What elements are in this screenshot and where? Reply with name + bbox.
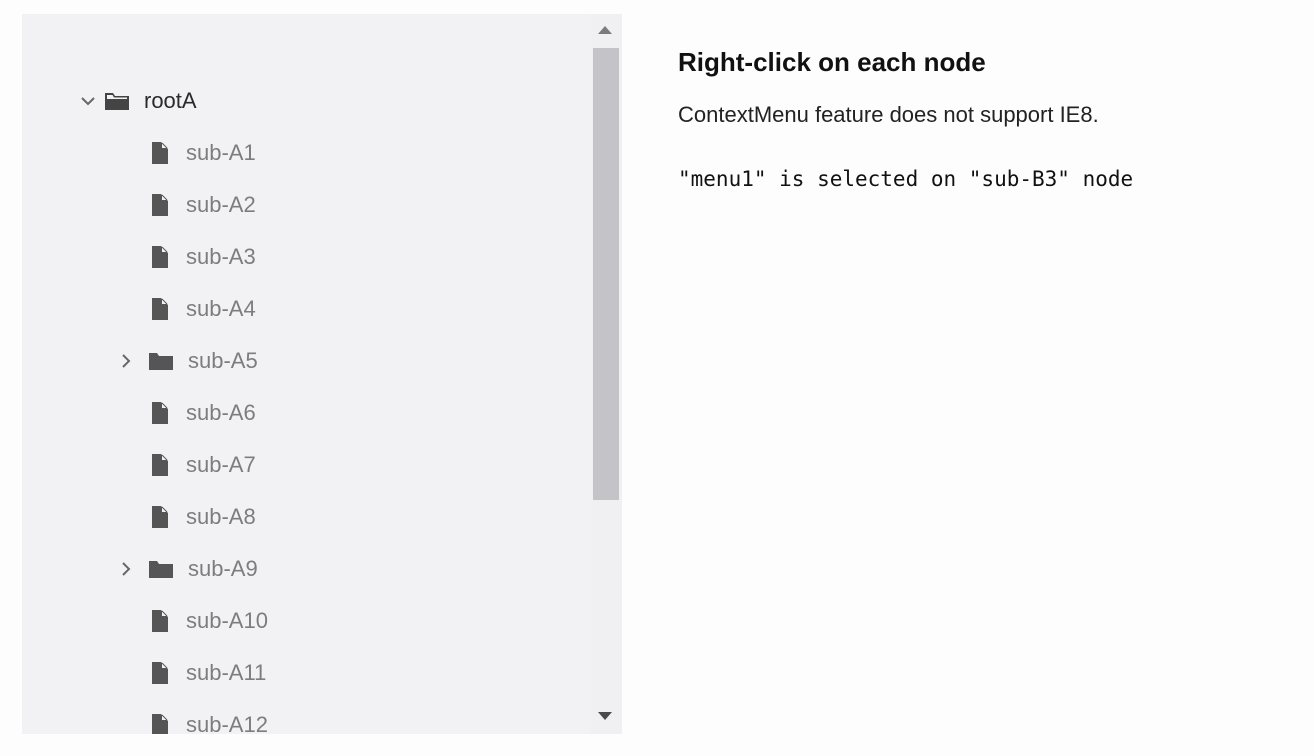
tree-list: rootA sub-A1 sub-A2 sub-A3 sub-A4 — [22, 14, 590, 734]
tree-node-sub-a6[interactable]: sub-A6 — [152, 393, 256, 433]
file-icon — [152, 194, 168, 216]
tree-node-label[interactable]: sub-A1 — [186, 140, 256, 165]
info-panel: Right-click on each node ContextMenu fea… — [678, 40, 1298, 194]
chevron-right-icon[interactable] — [118, 353, 134, 369]
file-icon — [152, 298, 168, 320]
info-title: Right-click on each node — [678, 47, 986, 77]
info-note: ContextMenu feature does not support IE8… — [678, 102, 1099, 127]
tree-node-label[interactable]: sub-A8 — [186, 504, 256, 529]
chevron-right-icon[interactable] — [118, 561, 134, 577]
tree-node-label[interactable]: sub-A2 — [186, 192, 256, 217]
scroll-up-arrow-icon[interactable] — [598, 26, 612, 34]
tree-node-root[interactable]: rootA — [80, 81, 197, 121]
file-icon — [152, 662, 168, 684]
tree-node-label[interactable]: rootA — [144, 88, 197, 113]
tree-node-label[interactable]: sub-A12 — [186, 712, 268, 734]
file-icon — [152, 610, 168, 632]
folder-icon — [148, 351, 174, 371]
tree-node-label[interactable]: sub-A4 — [186, 296, 256, 321]
vertical-scrollbar[interactable] — [591, 14, 622, 734]
folder-icon — [148, 559, 174, 579]
tree-node-sub-a9[interactable]: sub-A9 — [118, 549, 258, 589]
scrollbar-thumb[interactable] — [593, 48, 619, 500]
selection-result: "menu1" is selected on "sub-B3" node — [678, 167, 1134, 191]
file-icon — [152, 454, 168, 476]
tree-node-sub-a7[interactable]: sub-A7 — [152, 445, 256, 485]
file-icon — [152, 402, 168, 424]
file-icon — [152, 506, 168, 528]
folder-open-icon — [104, 91, 130, 111]
tree-node-sub-a2[interactable]: sub-A2 — [152, 185, 256, 225]
tree-node-label[interactable]: sub-A7 — [186, 452, 256, 477]
tree-node-sub-a5[interactable]: sub-A5 — [118, 341, 258, 381]
tree-node-label[interactable]: sub-A6 — [186, 400, 256, 425]
tree-node-sub-a12[interactable]: sub-A12 — [152, 705, 268, 734]
file-icon — [152, 714, 168, 734]
file-icon — [152, 246, 168, 268]
tree-node-label[interactable]: sub-A11 — [186, 660, 267, 685]
tree-node-label[interactable]: sub-A10 — [186, 608, 268, 633]
tree-node-sub-a4[interactable]: sub-A4 — [152, 289, 256, 329]
tree-node-sub-a10[interactable]: sub-A10 — [152, 601, 268, 641]
tree-node-sub-a8[interactable]: sub-A8 — [152, 497, 256, 537]
tree-panel: rootA sub-A1 sub-A2 sub-A3 sub-A4 — [22, 14, 622, 734]
tree-node-sub-a3[interactable]: sub-A3 — [152, 237, 256, 277]
tree-node-sub-a1[interactable]: sub-A1 — [152, 133, 256, 173]
tree-node-label[interactable]: sub-A3 — [186, 244, 256, 269]
chevron-down-icon[interactable] — [80, 93, 96, 109]
tree-node-label[interactable]: sub-A9 — [188, 556, 258, 581]
tree-node-sub-a11[interactable]: sub-A11 — [152, 653, 266, 693]
scroll-down-arrow-icon[interactable] — [598, 712, 612, 720]
file-icon — [152, 142, 168, 164]
tree-node-label[interactable]: sub-A5 — [188, 348, 258, 373]
